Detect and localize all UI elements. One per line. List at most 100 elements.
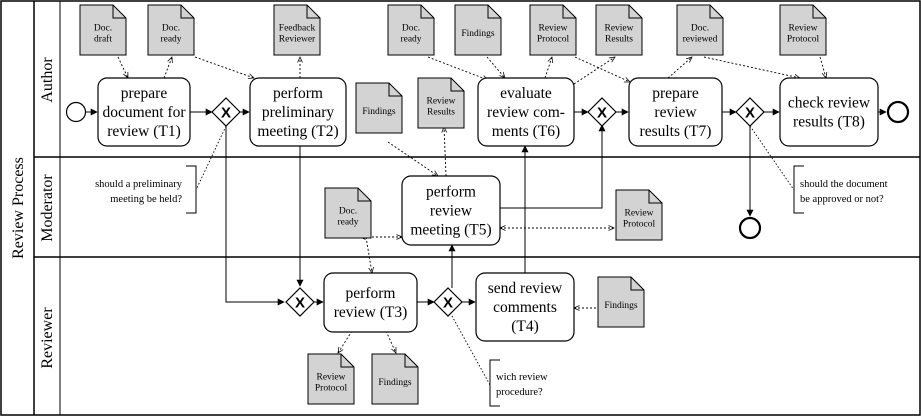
document-label-line: Doc. <box>339 207 357 217</box>
document-fold <box>112 5 126 19</box>
task-box <box>475 272 575 342</box>
data-object-doc-ready-2: Doc.ready <box>387 4 435 56</box>
document-label-line: Review <box>604 24 633 34</box>
task-t7: prepare review results (T7) <box>628 77 723 147</box>
task-box <box>628 77 723 147</box>
end-event-approved <box>886 100 910 124</box>
task-label-line: check review <box>788 95 871 112</box>
task-label-line: review (T1) <box>107 123 181 140</box>
end-event-rejected <box>738 216 762 240</box>
document-label-line: Findings <box>461 29 495 39</box>
lane-title-author: Author <box>39 57 56 103</box>
document-fold <box>812 5 826 19</box>
annotation-bracket <box>489 359 500 407</box>
data-object-findings-2: Findings <box>355 82 403 134</box>
document-label-line: Protocol <box>787 35 820 45</box>
data-object-doc-ready-1: Doc.ready <box>147 4 195 56</box>
assoc-findings-t5 <box>387 141 438 176</box>
annotation-approval: should the document be approved or not? <box>793 165 888 214</box>
task-label-line: results (T7) <box>640 123 712 140</box>
assoc-t6-protocol <box>544 57 552 79</box>
data-object-findings-4: Findings <box>371 353 419 405</box>
gateway-symbol: X <box>295 295 305 312</box>
assoc-t3-findings <box>385 330 397 353</box>
data-object-doc-reviewed: Doc.reviewed <box>676 4 724 56</box>
document-label-line: ready <box>160 35 181 45</box>
gateway-symbol: X <box>597 105 607 122</box>
document-label-line: draft <box>94 34 112 45</box>
document-fold <box>357 188 371 202</box>
lane-title-moderator: Moderator <box>39 174 56 242</box>
task-label-line: review (T3) <box>334 304 408 321</box>
task-label-line: prepare <box>652 85 699 102</box>
assoc-ready-t2 <box>194 56 254 78</box>
document-fold <box>630 277 644 291</box>
task-label-line: review <box>654 104 697 121</box>
flow-gw1-gw2 <box>225 126 285 306</box>
annotation-procedure: wich review procedure? <box>489 359 548 407</box>
data-associations <box>117 56 826 353</box>
annotation-line: should a preliminary <box>95 179 183 190</box>
task-label-line: evaluate <box>500 85 552 102</box>
task-t1: prepare document for review (T1) <box>97 77 191 147</box>
start-event <box>65 101 87 123</box>
flow-t5-gw4 <box>500 124 606 209</box>
document-label-line: reviewed <box>683 35 718 45</box>
document-fold <box>450 78 464 92</box>
task-t8: check review results (T8) <box>779 77 879 147</box>
task-box <box>779 77 879 147</box>
task-label-line: ments (T6) <box>492 123 560 140</box>
gateway-diamond <box>735 97 765 127</box>
document-label-line: Results <box>427 108 455 118</box>
document-fold <box>648 190 662 204</box>
document-fold <box>404 354 418 368</box>
task-label-line: results (T8) <box>793 114 865 131</box>
gateway-symbol: X <box>221 105 231 122</box>
document-label-line: Findings <box>604 301 638 311</box>
document-fold <box>628 5 642 19</box>
gateway-diamond <box>211 97 241 127</box>
annotation-line: procedure? <box>496 387 543 398</box>
tasks: prepare document for review (T1) perform pre… <box>97 77 879 342</box>
xor-gateway-4: X <box>587 97 617 127</box>
assoc-t6-results <box>573 57 615 85</box>
data-objects: Doc.draftDoc.readyFeedbackReviewerDoc.re… <box>79 4 827 405</box>
task-label-line: review com- <box>487 104 565 121</box>
task-label-line: send review <box>488 280 563 297</box>
task-label-line: prepare <box>121 85 168 102</box>
data-object-findings-3: Findings <box>597 276 645 328</box>
document-fold <box>388 83 402 97</box>
data-object-doc-ready-3: Doc.ready <box>324 187 372 239</box>
document-fold <box>340 354 354 368</box>
lane-title-reviewer: Reviewer <box>39 307 56 369</box>
task-t3: perform review (T3) <box>323 272 418 333</box>
assoc-ready-t6 <box>427 56 488 80</box>
xor-gateway-5: X <box>735 97 765 127</box>
gateway-diamond <box>285 287 315 317</box>
assoc-findings-t6 <box>486 56 505 78</box>
document-fold <box>180 5 194 19</box>
document-label-line: Reviewer <box>279 35 316 45</box>
task-box <box>477 77 575 147</box>
document-label-line: Doc. <box>94 24 112 34</box>
document-label-line: Review <box>426 97 455 107</box>
pool-title: Review Process <box>10 157 27 259</box>
connector-approval <box>749 125 795 191</box>
task-label-line: comments <box>493 299 557 316</box>
task-label-line: document for <box>102 104 186 121</box>
task-box <box>323 272 418 333</box>
task-box <box>249 77 347 147</box>
task-box <box>97 77 191 147</box>
annotation-line: wich review <box>496 372 548 383</box>
task-label-line: meeting (T5) <box>410 222 491 239</box>
task-label-line: preliminary <box>262 104 335 121</box>
task-label-line: perform <box>346 285 396 302</box>
gateway-symbol: X <box>745 105 755 122</box>
data-object-findings-1: Findings <box>454 4 502 56</box>
annotation-line: be approved or not? <box>800 194 884 205</box>
